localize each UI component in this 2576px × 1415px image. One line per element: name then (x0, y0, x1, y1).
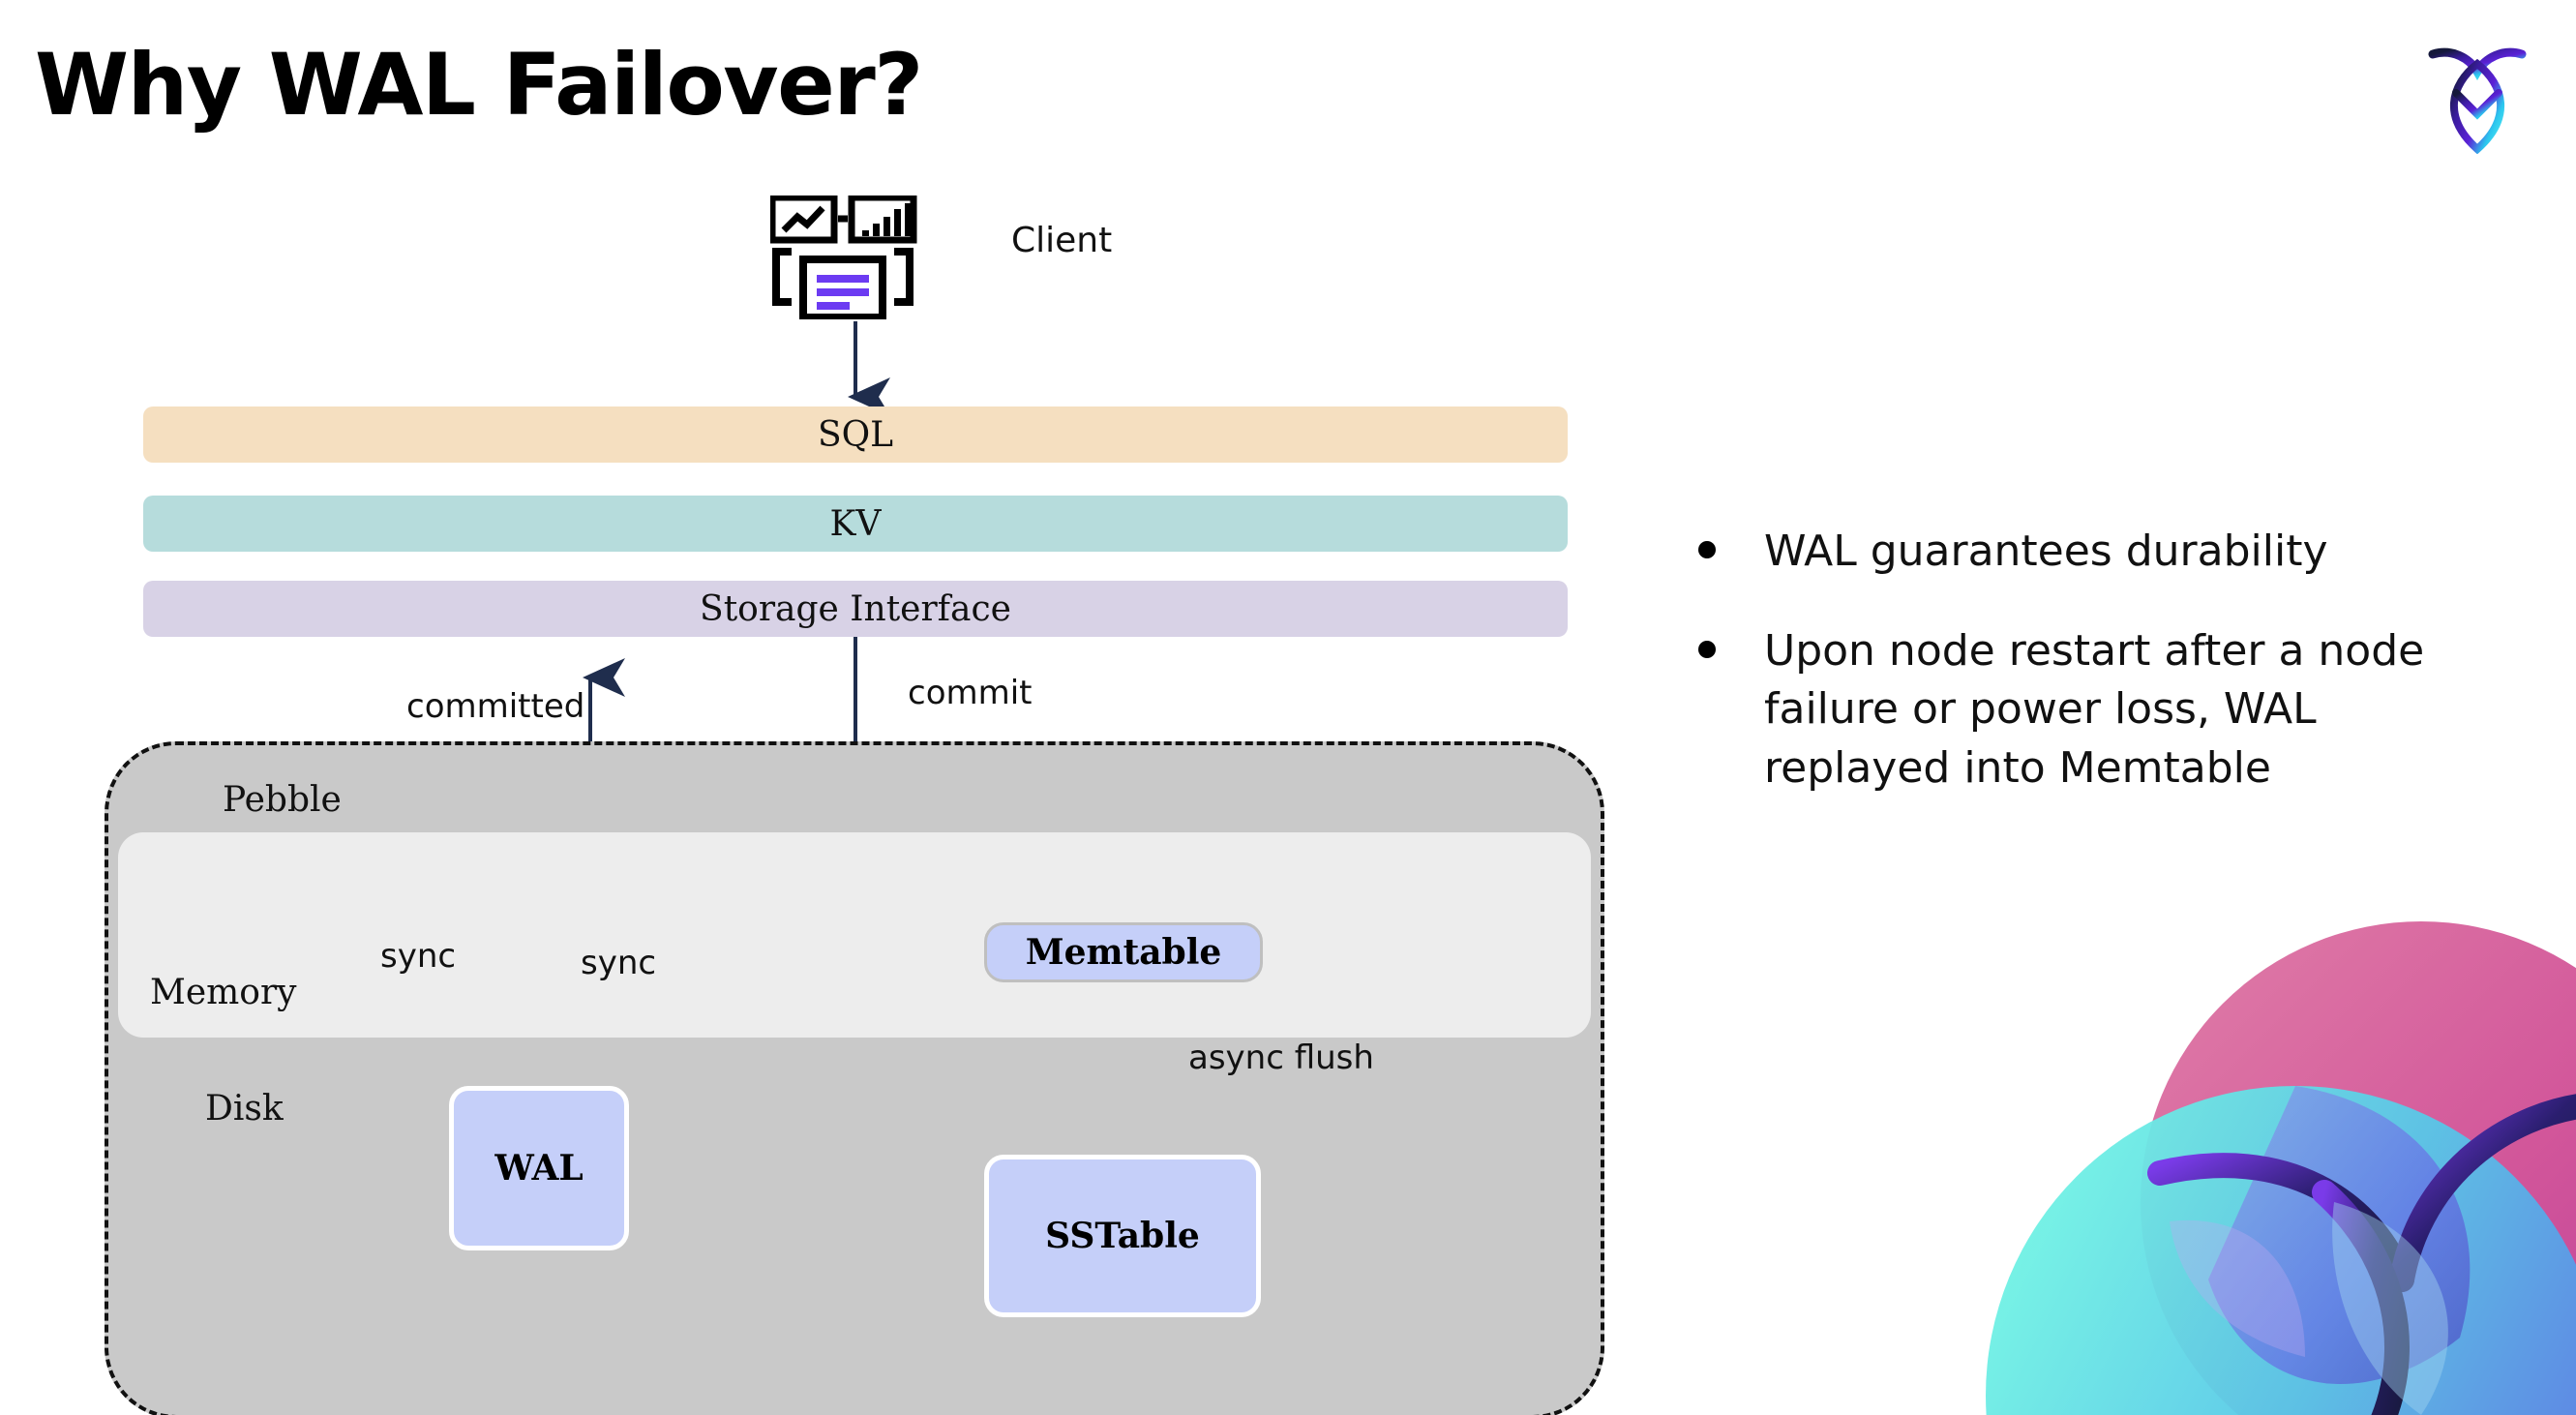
bullet-list: WAL guarantees durability Upon node rest… (1698, 523, 2501, 839)
layer-bar-sql-label: SQL (817, 414, 894, 455)
list-item: Upon node restart after a node failure o… (1698, 622, 2501, 798)
node-wal[interactable]: WAL (449, 1086, 629, 1250)
edge-label-committed: committed (406, 687, 585, 726)
pebble-label: Pebble (223, 780, 342, 820)
edge-label-sync-left: sync (380, 937, 457, 976)
layer-bar-sql[interactable]: SQL (143, 406, 1568, 463)
memory-region (118, 832, 1591, 1038)
layer-bar-storage-interface[interactable]: Storage Interface (143, 581, 1568, 637)
bullet-dot-icon (1698, 640, 1716, 658)
memory-label: Memory (150, 973, 297, 1012)
node-wal-label: WAL (494, 1148, 584, 1189)
decorative-artwork (1918, 912, 2576, 1415)
edge-label-commit: commit (908, 674, 1033, 712)
disk-label: Disk (205, 1089, 284, 1129)
node-memtable[interactable]: Memtable (984, 922, 1263, 982)
node-sstable[interactable]: SSTable (984, 1155, 1261, 1317)
node-sstable-label: SSTable (1045, 1216, 1200, 1256)
node-memtable-label: Memtable (1025, 932, 1222, 973)
bullet-text: WAL guarantees durability (1764, 527, 2328, 576)
bullet-text: Upon node restart after a node failure o… (1764, 625, 2425, 794)
layer-bar-kv[interactable]: KV (143, 496, 1568, 552)
bullet-dot-icon (1698, 541, 1716, 558)
list-item: WAL guarantees durability (1698, 523, 2501, 582)
architecture-diagram: Client SQL KV Storage Interface Pebble M… (105, 194, 1604, 1415)
edge-label-async-flush: async flush (1188, 1039, 1374, 1077)
layer-bar-kv-label: KV (829, 503, 882, 544)
edge-label-sync-right: sync (581, 944, 657, 982)
client-label: Client (1011, 221, 1113, 260)
cockroachdb-logo-icon (2419, 33, 2535, 155)
client-dashboard-icon (768, 194, 923, 321)
page-title: Why WAL Failover? (35, 35, 923, 135)
layer-bar-storage-label: Storage Interface (700, 588, 1011, 629)
